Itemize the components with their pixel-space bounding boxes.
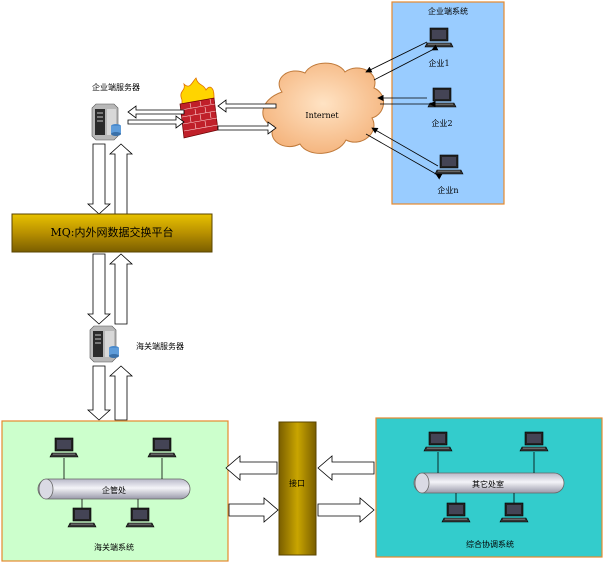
server-firewall-arrows [127, 99, 277, 135]
interface-block: 接口 [278, 421, 317, 556]
interface-label: 接口 [289, 478, 305, 488]
enterprise-server: 企业端服务器 [91, 82, 140, 141]
client-label-n: 企业n [437, 185, 458, 195]
internet-label: Internet [305, 111, 339, 120]
enterprise-system-title: 企业端系统 [428, 6, 468, 16]
interface-arrows [225, 455, 375, 523]
coordination-system-panel: 其它处室 综合协调系统 [375, 417, 603, 558]
mq-platform-label: MQ:内外网数据交换平台 [51, 225, 174, 239]
mq-platform: MQ:内外网数据交换平台 [11, 213, 213, 253]
internet-cloud: Internet [262, 62, 384, 154]
server-icon [91, 103, 122, 141]
firewall-icon [179, 77, 219, 139]
enterprise-system-panel: 企业端系统 企业1 企业2 企业n [391, 1, 505, 205]
server-system-arrows [86, 365, 134, 421]
coordination-bus-label: 其它处室 [472, 479, 504, 489]
customs-system-panel: 企管处 海关端系统 [1, 420, 229, 562]
customs-server: 海关端服务器 [89, 325, 184, 363]
mq-customs-arrows [86, 253, 134, 325]
customs-bus-label: 企管处 [102, 485, 126, 495]
client-label-1: 企业1 [428, 58, 449, 68]
server-mq-arrows [86, 143, 134, 215]
customs-server-label: 海关端服务器 [136, 341, 184, 351]
server-icon [89, 325, 120, 363]
coordination-system-title: 综合协调系统 [466, 539, 514, 549]
enterprise-server-label: 企业端服务器 [92, 82, 140, 92]
customs-system-title: 海关端系统 [94, 542, 134, 552]
client-connections [365, 41, 443, 180]
client-label-2: 企业2 [431, 118, 452, 128]
